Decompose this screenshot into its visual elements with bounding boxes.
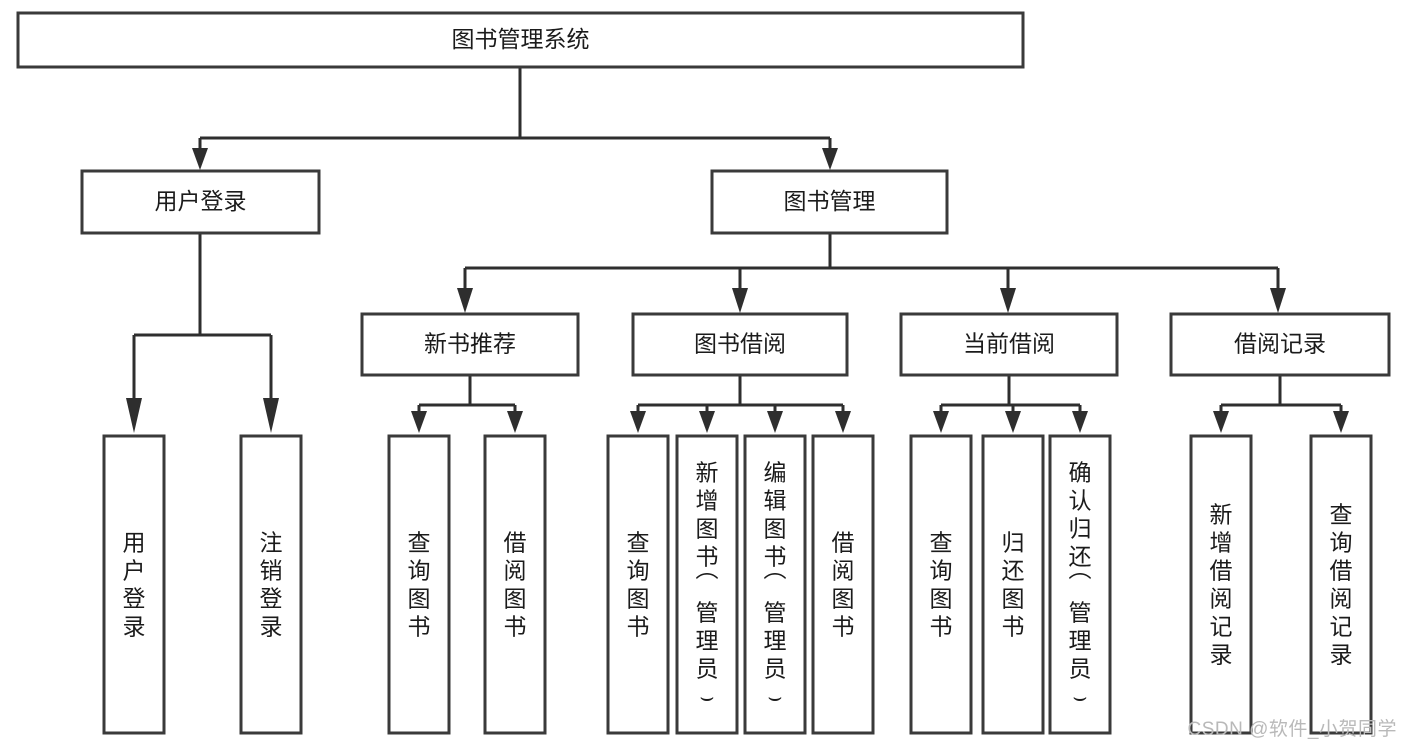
arrow-bookborrow-leaf-3 [767,411,783,433]
arrow-borrowrecord-leaf-2 [1333,411,1349,433]
node-level2-1-label: 图书管理 [784,188,876,214]
node-level2-0-label: 用户登录 [155,188,247,214]
arrow-to-user-login [192,148,208,170]
node-level3-2-label: 当前借阅 [963,331,1055,357]
node-level3-2[interactable]: 当前借阅 [899,312,1119,377]
node-leaf-12-box[interactable] [1309,434,1373,735]
arrow-to-new-book-rec [457,288,473,313]
node-level2-1[interactable]: 图书管理 [710,169,949,235]
arrow-currentborrow-leaf-3 [1072,411,1088,433]
arrow-newbook-leaf-1 [411,411,427,433]
node-leaf-1-label: 注销登录 [260,529,283,639]
arrow-to-book-manage [822,148,838,170]
csdn-watermark: CSDN @软件_小贺同学 [1187,719,1397,740]
arrow-to-book-borrow [732,288,748,313]
node-leaf-4-box[interactable] [606,434,670,735]
arrow-currentborrow-leaf-2 [1005,411,1021,433]
node-leaf-2-box[interactable] [387,434,451,735]
node-level2-1-box[interactable] [710,169,949,235]
node-leaf-6-box[interactable] [743,434,807,735]
node-level3-0-label: 新书推荐 [424,331,516,357]
arrow-currentborrow-leaf-1 [933,411,949,433]
node-level3-2-box[interactable] [899,312,1119,377]
arrow-userlogin-leaf-1 [126,398,142,433]
node-leaf-0[interactable]: 用户登录 [102,434,166,735]
node-leaf-9-box[interactable] [981,434,1045,735]
node-leaf-11-box[interactable] [1189,434,1253,735]
node-level3-3[interactable]: 借阅记录 [1169,312,1391,377]
node-level2-0-box[interactable] [80,169,321,235]
node-leaf-10[interactable]: 确认归还⌒管理员⌣ [1048,434,1112,735]
arrow-bookborrow-leaf-2 [699,411,715,433]
node-leaf-10-box[interactable] [1048,434,1112,735]
node-root-system-box[interactable] [16,11,1025,69]
node-leaf-12-label: 查询借阅记录 [1330,501,1353,667]
arrow-newbook-leaf-2 [507,411,523,433]
node-level3-3-box[interactable] [1169,312,1391,377]
node-leaf-9[interactable]: 归还图书 [981,434,1045,735]
node-level3-0[interactable]: 新书推荐 [360,312,580,377]
arrow-to-current-borrow [1000,288,1016,313]
node-leaf-1[interactable]: 注销登录 [239,434,303,735]
node-leaf-3-box[interactable] [483,434,547,735]
node-leaf-5-box[interactable] [675,434,739,735]
arrow-bookborrow-leaf-4 [835,411,851,433]
node-level2-0[interactable]: 用户登录 [80,169,321,235]
node-root-system-label: 图书管理系统 [452,26,590,52]
node-level3-0-box[interactable] [360,312,580,377]
node-level3-3-label: 借阅记录 [1234,331,1326,357]
node-leaf-1-box[interactable] [239,434,303,735]
arrow-userlogin-leaf-2 [263,398,279,433]
node-leaf-2-label: 查询图书 [408,529,431,639]
node-leaf-2[interactable]: 查询图书 [387,434,451,735]
node-leaf-6-label: 编辑图书⌒管理员⌣ [764,459,787,709]
node-leaf-9-label: 归还图书 [1002,529,1025,639]
arrow-to-borrow-record [1270,288,1286,313]
node-leaf-12[interactable]: 查询借阅记录 [1309,434,1373,735]
node-leaf-11[interactable]: 新增借阅记录 [1189,434,1253,735]
node-leaf-3-label: 借阅图书 [504,529,527,639]
node-leaf-8-box[interactable] [909,434,973,735]
node-leaf-8-label: 查询图书 [930,529,953,639]
node-leaf-7-box[interactable] [811,434,875,735]
nodes-layer: 图书管理系统用户登录图书管理新书推荐图书借阅当前借阅借阅记录用户登录注销登录查询… [16,11,1391,735]
node-leaf-6[interactable]: 编辑图书⌒管理员⌣ [743,434,807,735]
node-leaf-0-label: 用户登录 [123,529,146,639]
node-root-system[interactable]: 图书管理系统 [16,11,1025,69]
arrow-borrowrecord-leaf-1 [1213,411,1229,433]
node-leaf-4-label: 查询图书 [627,529,650,639]
node-level3-1-box[interactable] [631,312,849,377]
node-leaf-8[interactable]: 查询图书 [909,434,973,735]
node-leaf-0-box[interactable] [102,434,166,735]
node-leaf-10-label: 确认归还⌒管理员⌣ [1069,459,1092,709]
node-leaf-4[interactable]: 查询图书 [606,434,670,735]
node-level3-1[interactable]: 图书借阅 [631,312,849,377]
arrow-bookborrow-leaf-1 [630,411,646,433]
node-leaf-3[interactable]: 借阅图书 [483,434,547,735]
node-leaf-11-label: 新增借阅记录 [1210,501,1233,667]
node-leaf-5-label: 新增图书⌒管理员⌣ [696,459,719,709]
node-leaf-7-label: 借阅图书 [832,529,855,639]
node-leaf-5[interactable]: 新增图书⌒管理员⌣ [675,434,739,735]
node-level3-1-label: 图书借阅 [694,331,786,357]
connector-layer [126,67,1349,433]
node-leaf-7[interactable]: 借阅图书 [811,434,875,735]
